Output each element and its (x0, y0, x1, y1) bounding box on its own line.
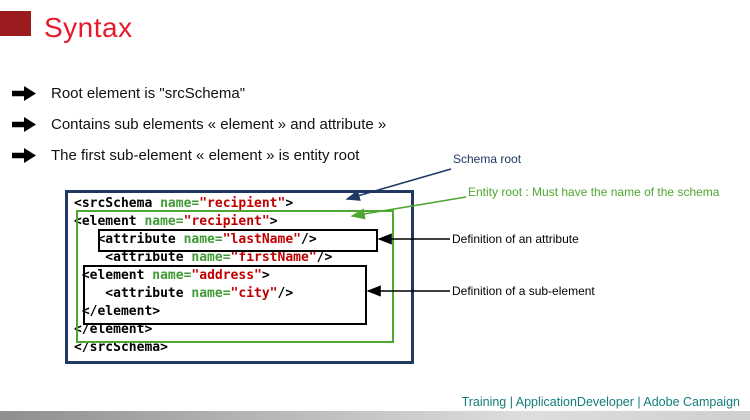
corner-accent-bar (0, 11, 31, 36)
bullet-list: Root element is "srcSchema" Contains sub… (12, 78, 612, 171)
page-title: Syntax (44, 12, 133, 43)
footer-text: Training | ApplicationDeveloper | Adobe … (461, 395, 740, 409)
code-line: <attribute name="firstName"/> (74, 250, 333, 265)
code-line: <srcSchema name="recipient"> (74, 196, 294, 211)
annotation-def-attribute: Definition of an attribute (452, 232, 579, 246)
code-line: <element name="recipient"> (74, 214, 278, 229)
right-arrow-icon (12, 148, 36, 163)
annotation-schema-root: Schema root (453, 152, 522, 166)
right-arrow-icon (12, 86, 36, 101)
annotation-def-subelement: Definition of a sub-element (452, 284, 595, 298)
code-panel: <srcSchema name="recipient"> <element nam… (65, 190, 414, 364)
code-line: </element> (74, 304, 161, 319)
bullet-text: The first sub-element « element » is ent… (51, 147, 360, 164)
bullet-item: The first sub-element « element » is ent… (12, 140, 612, 171)
annotation-entity-root: Entity root : Must have the name of the … (468, 185, 720, 199)
right-arrow-icon (12, 117, 36, 132)
bullet-item: Contains sub elements « element » and at… (12, 109, 612, 140)
code-lines: <srcSchema name="recipient"> <element nam… (74, 195, 411, 357)
code-line: <attribute name="city"/> (74, 286, 294, 301)
code-line: </srcSchema> (74, 340, 168, 355)
bullet-item: Root element is "srcSchema" (12, 78, 612, 109)
bottom-gradient-bar (0, 411, 750, 420)
code-line: <element name="address"> (74, 268, 270, 283)
bullet-text: Contains sub elements « element » and at… (51, 116, 387, 133)
bullet-text: Root element is "srcSchema" (51, 85, 246, 102)
code-line: <attribute name="lastName"/> (74, 232, 317, 247)
code-line: </element> (74, 322, 153, 337)
